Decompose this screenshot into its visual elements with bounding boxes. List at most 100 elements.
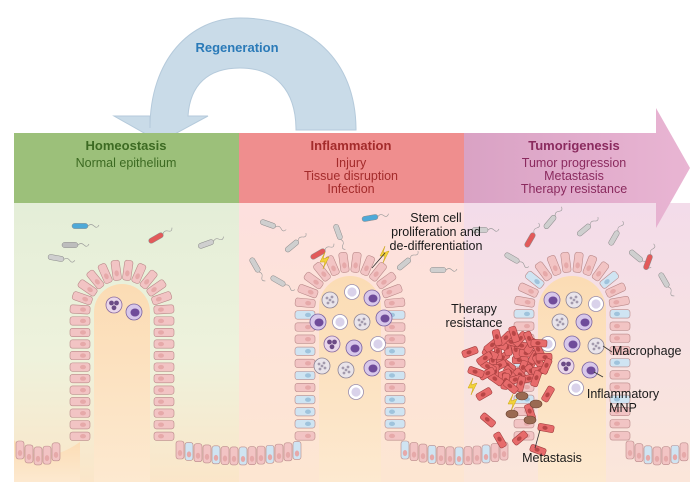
tumorigenesis-title: Tumorigenesis <box>528 138 620 153</box>
crypt-cell <box>652 446 662 466</box>
cell-nucleus <box>204 453 210 460</box>
epithelial-cell <box>69 362 91 372</box>
cell-nucleus <box>494 334 499 340</box>
cell-nucleus <box>490 342 495 348</box>
flagellum <box>87 224 100 228</box>
stem-cell <box>525 270 545 289</box>
lobe <box>561 361 566 367</box>
cell-nucleus <box>535 346 541 352</box>
granule <box>575 300 579 304</box>
nucleus <box>350 344 360 353</box>
epithelial-cell <box>86 269 105 290</box>
monocyte <box>581 361 599 379</box>
bacterium-body <box>643 254 653 270</box>
flagellum <box>162 227 173 235</box>
granule <box>592 347 596 351</box>
bacterium-body <box>270 275 286 287</box>
cell-nucleus <box>80 364 86 370</box>
crypt-cell <box>634 443 644 463</box>
bacterium <box>148 227 173 244</box>
cell-nucleus <box>552 265 558 272</box>
cell-nucleus <box>534 375 539 381</box>
cell-body <box>69 304 91 315</box>
bacterium <box>285 232 307 253</box>
nucleus <box>314 318 324 327</box>
bacterium <box>543 206 563 229</box>
bacterium <box>270 275 296 291</box>
nucleus <box>368 364 378 373</box>
bacterium-body <box>285 239 299 253</box>
nucleus <box>591 299 601 309</box>
cell-nucleus <box>80 330 86 335</box>
flagellum <box>554 206 563 216</box>
tumorigenesis-arrow <box>464 108 690 228</box>
bacterium <box>333 224 346 250</box>
bacterium <box>260 219 287 232</box>
tumor-cell <box>530 338 548 348</box>
cell-nucleus <box>87 287 93 293</box>
bacterium-body <box>471 227 489 233</box>
cell-nucleus <box>654 455 660 462</box>
granule <box>331 300 335 304</box>
cell-nucleus <box>158 410 164 416</box>
cell-nucleus <box>438 455 444 462</box>
cell-nucleus <box>305 409 311 414</box>
epithelial-cell <box>608 295 630 308</box>
epithelial-cell <box>131 263 147 284</box>
granule <box>317 362 321 366</box>
cell-nucleus <box>402 450 408 456</box>
epithelial-cell <box>609 370 631 380</box>
epithelial-cell <box>384 431 406 441</box>
cell-nucleus <box>80 353 86 358</box>
cell-nucleus <box>35 455 41 462</box>
crypt-cell <box>24 444 34 464</box>
crypt-cell <box>472 445 482 465</box>
cell-nucleus <box>518 380 523 386</box>
epithelial-cell <box>69 327 91 337</box>
bacterium <box>61 242 90 248</box>
cell-nucleus <box>80 422 86 427</box>
nucleus <box>571 383 581 393</box>
epithelial-cell <box>77 279 98 297</box>
epithelial-cell <box>97 263 113 284</box>
cell-nucleus <box>511 330 516 336</box>
cell-nucleus <box>305 433 311 439</box>
granule <box>322 361 326 365</box>
cell-nucleus <box>53 451 59 458</box>
cell-nucleus <box>614 348 620 353</box>
epithelial-cell <box>153 374 175 384</box>
cell-nucleus <box>474 455 480 462</box>
epithelial-cell <box>153 385 175 395</box>
flagellum <box>258 271 266 282</box>
cell-nucleus <box>564 262 569 269</box>
granule <box>328 298 332 302</box>
metastatic-cell <box>529 399 543 409</box>
stem-cell <box>609 358 631 368</box>
flagellum <box>667 286 675 297</box>
cell-nucleus <box>80 434 86 439</box>
epithelial-cell <box>153 397 175 407</box>
cell-nucleus <box>614 360 620 365</box>
monocyte <box>563 335 581 353</box>
immune-cells <box>105 284 605 400</box>
cell-nucleus <box>151 287 157 293</box>
cell-nucleus <box>305 397 311 402</box>
cell-nucleus <box>158 376 164 381</box>
epithelial-cell <box>325 255 340 276</box>
flagellum <box>63 258 76 263</box>
crypt-cell <box>436 445 446 465</box>
cell-nucleus <box>249 455 255 462</box>
cell-nucleus <box>614 421 620 426</box>
cell-nucleus <box>177 450 183 456</box>
cell-nucleus <box>157 307 164 312</box>
flagellum <box>649 243 656 255</box>
epithelial-cell <box>153 304 175 315</box>
macrophage <box>337 361 355 379</box>
crypt-cell <box>247 446 257 466</box>
macrophage <box>551 313 569 331</box>
cell-nucleus <box>231 455 237 462</box>
cell-nucleus <box>381 279 387 285</box>
epithelial-cell <box>69 351 91 361</box>
cell-nucleus <box>524 311 530 317</box>
cell-nucleus <box>544 362 549 368</box>
